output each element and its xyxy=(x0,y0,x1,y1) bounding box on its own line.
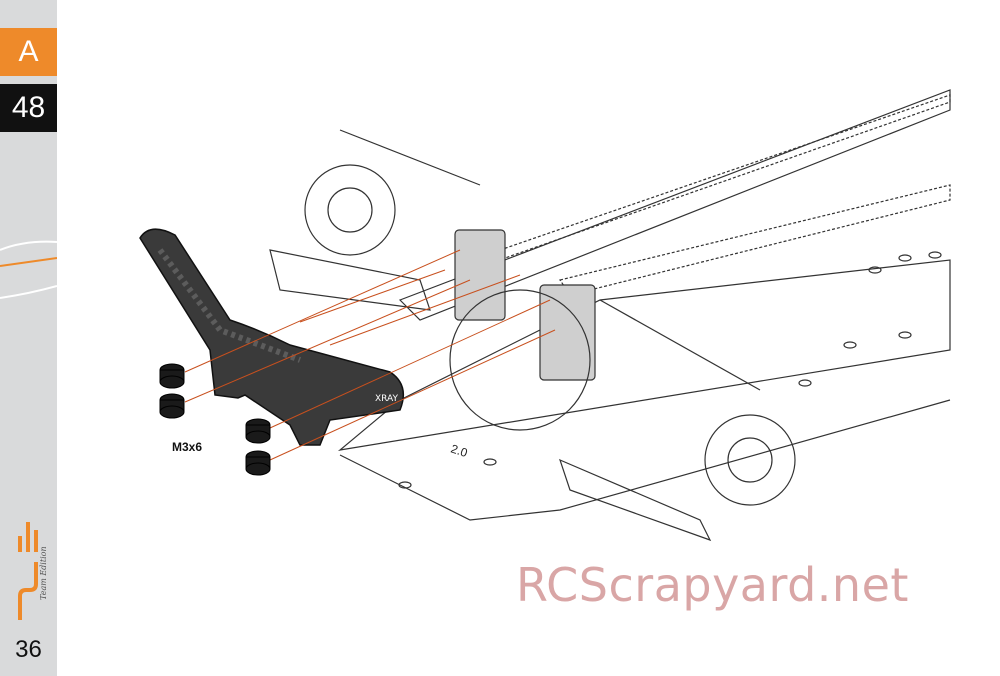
screws xyxy=(159,363,271,476)
tower-marking: XRAY xyxy=(375,394,399,404)
assembly-drawing: XRAY 2.0 xyxy=(139,89,951,542)
watermark: RCScrapyard.net xyxy=(516,558,909,612)
suspension-block-rear xyxy=(539,284,596,381)
carbon-shock-tower xyxy=(139,228,405,446)
screw-3 xyxy=(245,418,271,444)
callout-lines xyxy=(184,249,556,461)
front-hub-left-inner xyxy=(327,187,373,233)
steering-link xyxy=(599,299,761,391)
brand-logo-icon: Team Edition xyxy=(18,522,48,620)
screw-2 xyxy=(159,393,185,419)
drive-belt xyxy=(559,184,951,296)
logo-text: Team Edition xyxy=(39,546,48,600)
chassis-plate-lower xyxy=(339,399,951,521)
screw-1 xyxy=(159,363,185,389)
front-hub-right-inner xyxy=(727,437,773,483)
page-number: 36 xyxy=(15,636,42,663)
step-number: 48 xyxy=(0,84,57,132)
sidebar-swoosh-icon xyxy=(0,240,57,299)
top-deck xyxy=(398,89,951,321)
suspension-arm-right xyxy=(559,458,712,542)
front-hub-right xyxy=(704,414,796,506)
turnbuckle xyxy=(339,129,481,186)
suspension-block xyxy=(454,229,506,321)
screw-4 xyxy=(245,450,271,476)
front-hub-left xyxy=(304,164,396,256)
section-tab: A xyxy=(0,28,57,76)
screw-label: M3x6 xyxy=(172,440,203,454)
suspension-arm-left xyxy=(269,249,431,311)
spur-gear xyxy=(449,289,591,431)
chassis-marking: 2.0 xyxy=(449,442,470,461)
